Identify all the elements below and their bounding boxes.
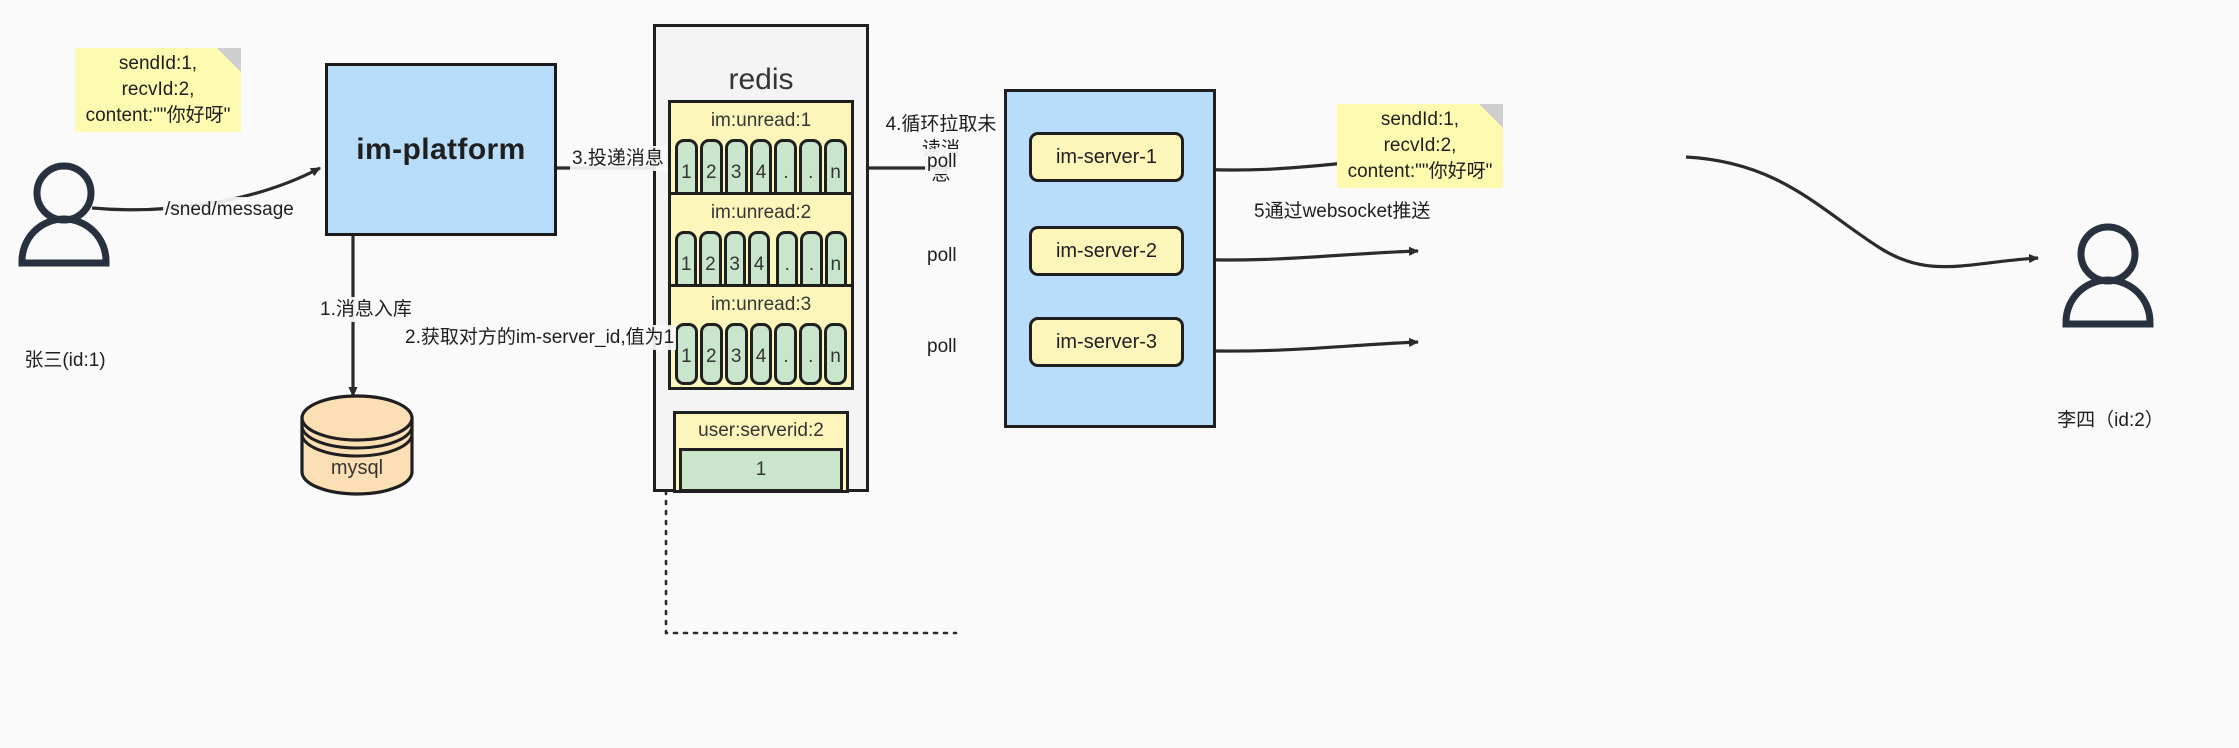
redis-title: redis: [728, 63, 794, 96]
redis-cell: .: [799, 323, 823, 385]
edge-label-step1: 1.消息入库: [318, 297, 414, 322]
redis-cell: .: [776, 231, 799, 293]
edge-label-step3: 3.投递消息: [570, 146, 666, 171]
node-im-platform[interactable]: im-platform: [325, 63, 557, 236]
redis-cell: .: [774, 323, 798, 385]
redis-cell: 3: [724, 323, 748, 385]
edge-label-poll-1: poll: [925, 149, 959, 174]
note-right-message-payload: sendId:1, recvId:2, content:""你好呀": [1337, 104, 1503, 188]
receiver-person-icon: [2062, 223, 2154, 328]
mysql-label: mysql: [330, 457, 384, 479]
mysql-database-cylinder-icon: [300, 394, 414, 496]
redis-list-im-unread-2[interactable]: im:unread:2 1 2 3 4 . . n: [668, 192, 854, 298]
redis-list-key: im:unread:2: [710, 202, 812, 223]
edge-label-step5: 5通过websocket推送: [1252, 199, 1433, 224]
edge-label-poll-3: poll: [925, 334, 959, 359]
note-left-text: sendId:1, recvId:2, content:""你好呀": [85, 53, 231, 126]
im-platform-label: im-platform: [356, 132, 526, 166]
note-left-message-payload: sendId:1, recvId:2, content:""你好呀": [75, 48, 241, 132]
redis-cell: n: [824, 231, 847, 293]
redis-cell: 4: [749, 323, 773, 385]
redis-cell: n: [824, 323, 848, 385]
edge-redis-to-platform-dotted: [664, 439, 958, 635]
edge-label-poll-2: poll: [925, 243, 959, 268]
edge-server1-to-receiver: [1685, 155, 2039, 269]
redis-list-im-unread-3[interactable]: im:unread:3 1 2 3 4 . . n: [668, 284, 854, 390]
redis-cell: 1: [675, 323, 698, 385]
redis-kv-value: 1: [679, 448, 843, 492]
sender-person-icon: [18, 162, 110, 267]
redis-cell: 2: [699, 323, 723, 385]
redis-list-key: im:unread:3: [710, 294, 812, 315]
note-right-text: sendId:1, recvId:2, content:""你好呀": [1347, 109, 1493, 182]
node-im-server-1[interactable]: im-server-1: [1029, 132, 1184, 182]
redis-kv-key: user:serverid:2: [698, 420, 824, 441]
node-im-server-2[interactable]: im-server-2: [1029, 226, 1184, 276]
redis-cell: .: [774, 139, 798, 201]
receiver-label: 李四（id:2）: [2057, 410, 2164, 431]
edge-label-send-message: /sned/message: [163, 197, 296, 222]
redis-list-key: im:unread:1: [710, 110, 812, 131]
redis-list-cells: 1 2 3 4 . . n: [671, 323, 851, 390]
edge-label-step2: 2.获取对方的im-server_id,值为1: [403, 325, 677, 350]
redis-kv-user-serverid[interactable]: user:serverid:2 1: [673, 411, 849, 493]
im-server-2-label: im-server-2: [1055, 239, 1158, 262]
redis-list-im-unread-1[interactable]: im:unread:1 1 2 3 4 . . n: [668, 100, 854, 206]
im-server-3-label: im-server-3: [1055, 330, 1158, 353]
node-im-server-3[interactable]: im-server-3: [1029, 317, 1184, 367]
sender-label: 张三(id:1): [24, 350, 106, 371]
im-server-1-label: im-server-1: [1055, 145, 1158, 168]
